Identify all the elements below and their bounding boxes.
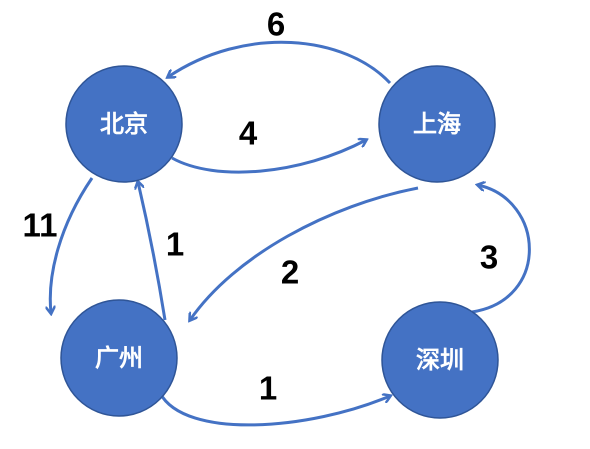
- node-shenzhen: 深圳: [381, 301, 499, 419]
- edge-beijing-shanghai: [171, 140, 366, 174]
- node-label: 深圳: [416, 346, 464, 374]
- node-label: 北京: [100, 110, 148, 138]
- node-circle: [381, 301, 499, 419]
- edge-shenzhen-shanghai: [471, 185, 531, 314]
- node-shanghai: 上海: [378, 65, 496, 183]
- edge-beijing-guangzhou: [50, 177, 94, 313]
- edge-guangzhou-shenzhen: [158, 392, 390, 427]
- node-guangzhou: 广州: [60, 299, 178, 417]
- edge-weight-guangzhou-shenzhen: 1: [259, 370, 277, 407]
- edge-weight-shanghai-guangzhou: 2: [281, 254, 299, 291]
- nodes: 北京 上海 广州 深圳: [60, 65, 499, 419]
- edges: [50, 40, 531, 427]
- node-circle: [378, 65, 496, 183]
- edge-guangzhou-beijing: [138, 182, 167, 321]
- edge-shanghai-beijing: [168, 40, 392, 85]
- node-beijing: 北京: [65, 65, 183, 183]
- edge-weight-guangzhou-beijing: 1: [166, 226, 184, 263]
- node-circle: [60, 299, 178, 417]
- edge-weight-shenzhen-shanghai: 3: [480, 239, 498, 276]
- node-label: 上海: [413, 110, 461, 138]
- node-circle: [65, 65, 183, 183]
- edge-weight-shanghai-beijing: 6: [267, 6, 285, 43]
- edge-weight-beijing-guangzhou: 11: [23, 207, 58, 244]
- edge-labels: 6 4 11 1 2 3 1: [23, 6, 499, 407]
- node-label: 广州: [95, 344, 143, 372]
- edge-shanghai-guangzhou: [190, 186, 419, 320]
- edge-weight-beijing-shanghai: 4: [239, 115, 258, 152]
